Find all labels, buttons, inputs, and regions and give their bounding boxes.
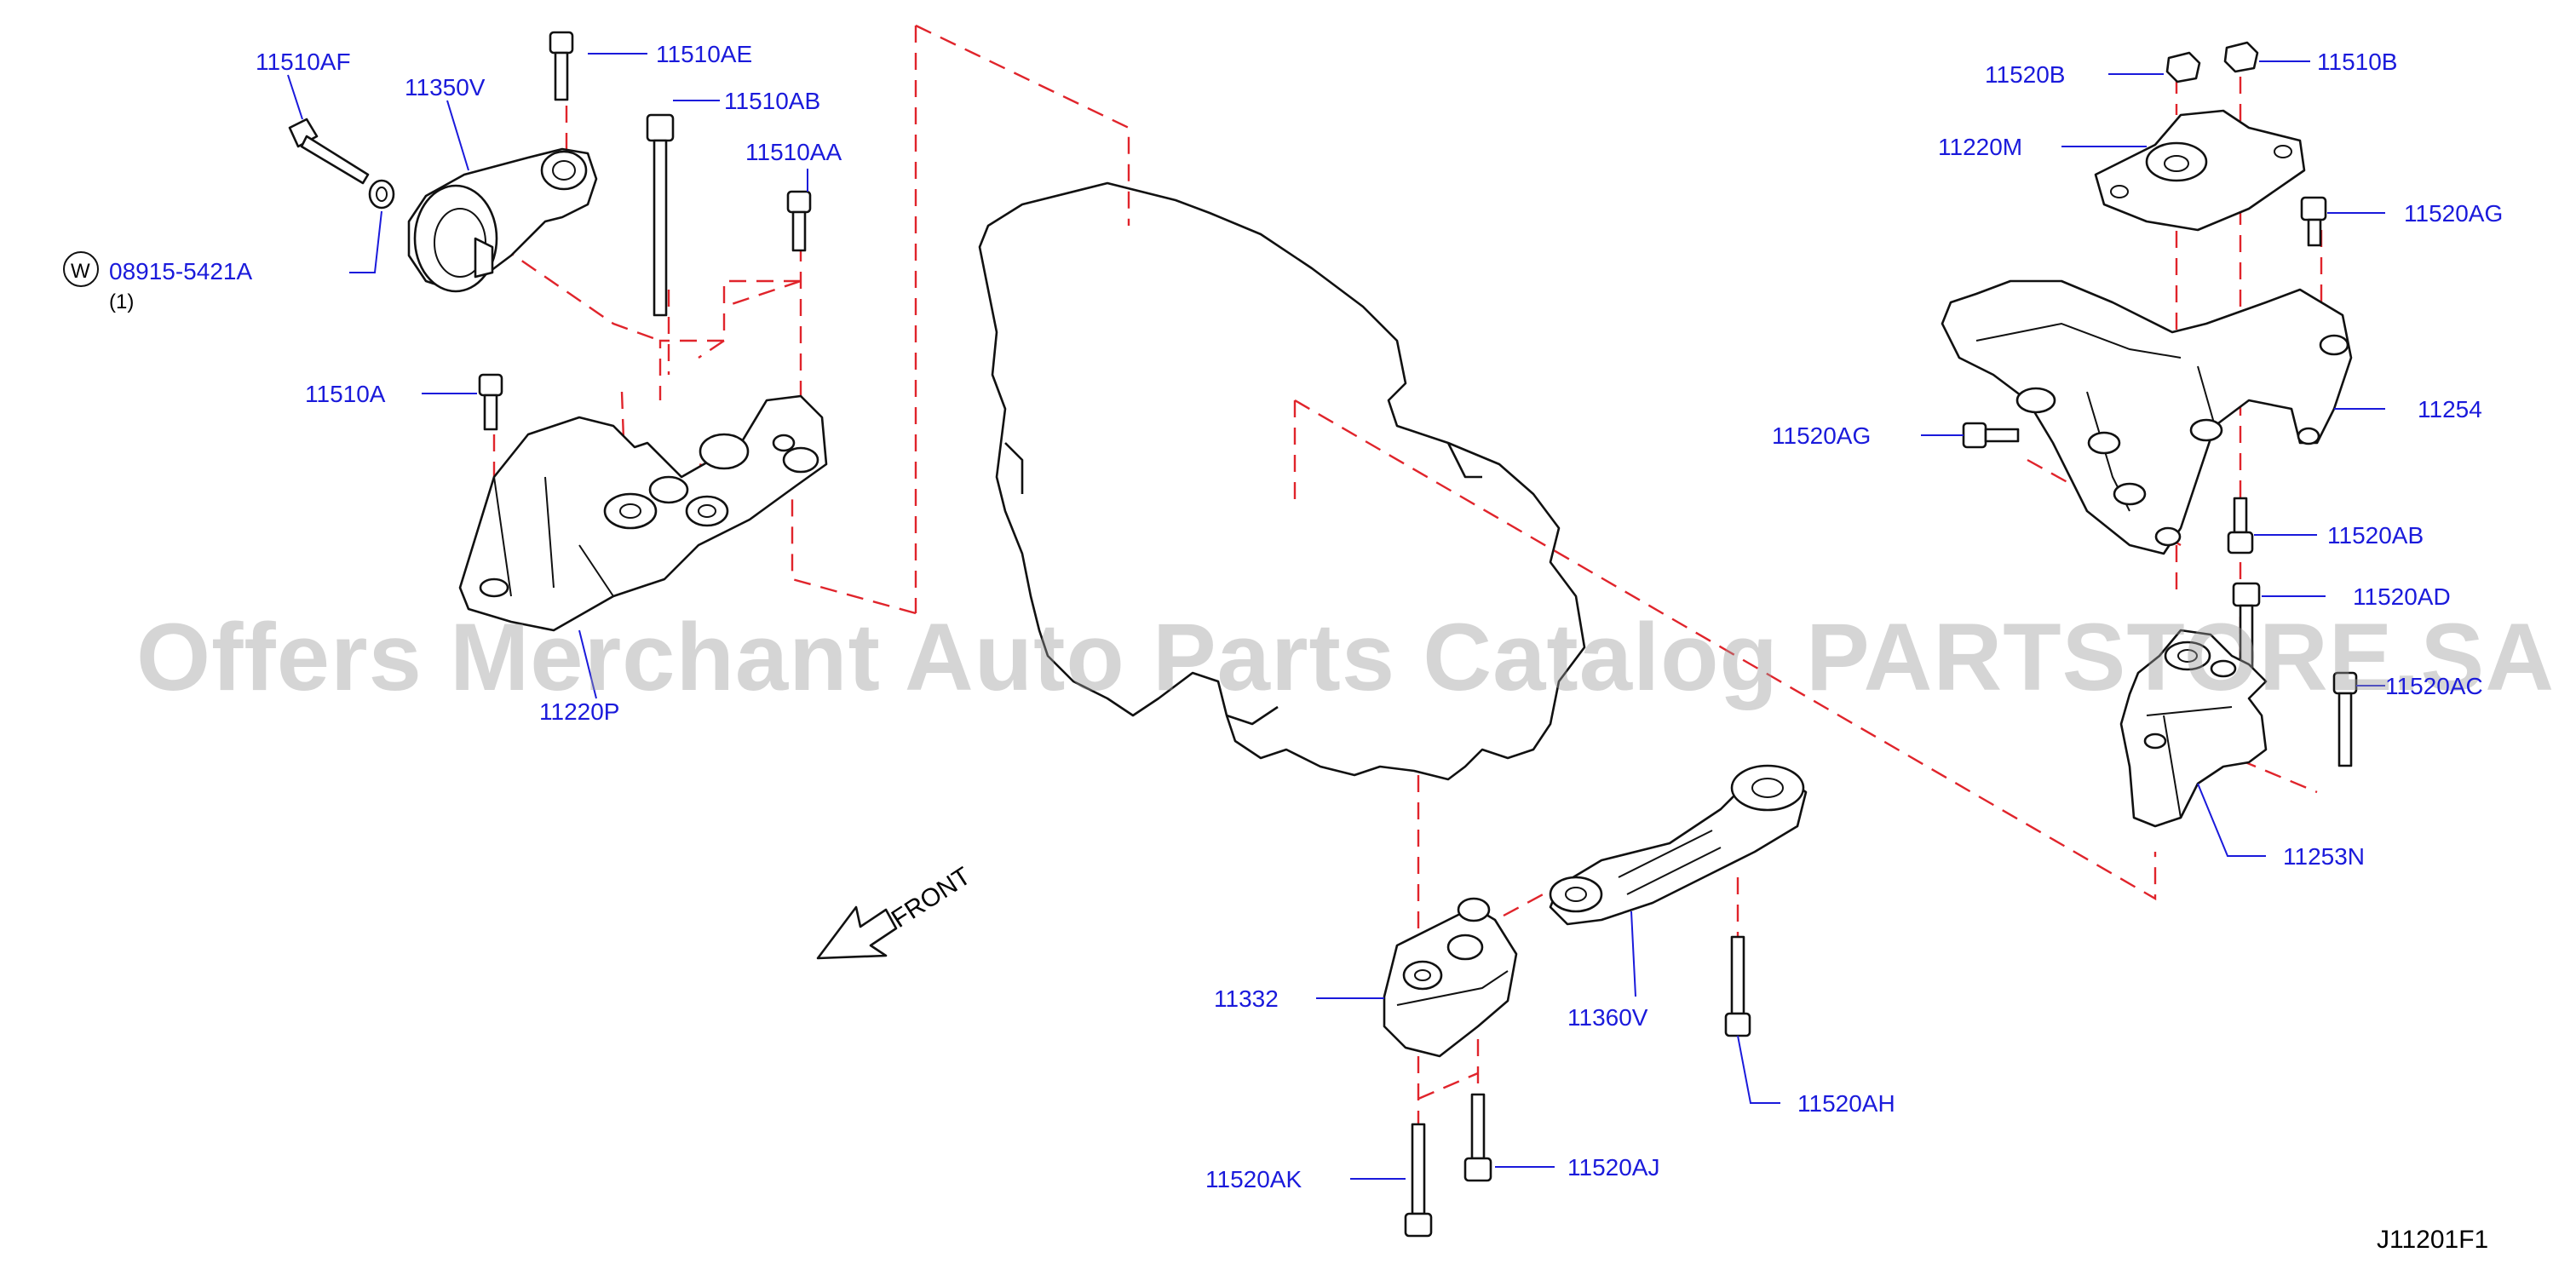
part-label-11520aj[interactable]: 11520AJ [1567, 1154, 1659, 1181]
part-label-11510af[interactable]: 11510AF [256, 49, 351, 75]
part-label-11510ab[interactable]: 11510AB [724, 88, 820, 114]
part-label-11520b[interactable]: 11520B [1985, 61, 2065, 88]
bracket-11220p [458, 394, 828, 632]
part-label-11520ag-top[interactable]: 11520AG [2404, 200, 2503, 227]
bolt-11520ag-top [2300, 196, 2327, 247]
part-label-11220m[interactable]: 11220M [1938, 134, 2022, 160]
part-label-11360v[interactable]: 11360V [1567, 1004, 1648, 1031]
watermark-text: Offers Merchant Auto Parts Catalog PARTS… [136, 604, 2555, 710]
part-label-11254[interactable]: 11254 [2418, 396, 2482, 422]
part-label-11332[interactable]: 11332 [1214, 985, 1279, 1012]
bolt-11510ae [549, 31, 574, 101]
part-label-08915-5421a[interactable]: 08915-5421A [109, 258, 252, 284]
part-label-11510a[interactable]: 11510A [305, 381, 386, 407]
nut-11510b [2223, 41, 2259, 73]
front-direction-arrow-icon [816, 905, 898, 960]
bolt-11520ab [2227, 497, 2254, 554]
part-label-11520ah[interactable]: 11520AH [1797, 1090, 1895, 1117]
washer-08915-5421a [368, 179, 395, 210]
bracket-11332 [1383, 897, 1518, 1058]
part-label-11253n[interactable]: 11253N [2283, 843, 2365, 870]
bolt-11510ab [646, 113, 675, 317]
bolt-11520ag-left [1962, 422, 2020, 449]
part-label-11520ag-left[interactable]: 11520AG [1772, 422, 1871, 449]
part-quantity-08915-5421a: (1) [109, 290, 134, 313]
part-label-11520ab[interactable]: 11520AB [2327, 522, 2424, 549]
front-direction-label: FRONT [887, 862, 976, 934]
bracket-11253n [2119, 629, 2268, 828]
part-label-11520ad[interactable]: 11520AD [2353, 583, 2451, 610]
part-label-11510ae[interactable]: 11510AE [656, 41, 752, 67]
nut-11520b [2165, 51, 2201, 83]
bolt-11510af [288, 118, 370, 185]
bracket-11254 [1941, 279, 2353, 555]
bolt-11520aj [1463, 1093, 1492, 1182]
bolt-11510a [478, 373, 503, 431]
part-label-11520ak[interactable]: 11520AK [1205, 1166, 1302, 1192]
insulator-11220m [2094, 109, 2306, 232]
diagram-code: J11201F1 [2377, 1226, 2488, 1254]
bolt-11520ah [1724, 935, 1751, 1037]
part-label-11350v[interactable]: 11350V [405, 74, 486, 101]
bolt-11510aa [786, 190, 812, 252]
bolt-11520ak [1404, 1123, 1433, 1238]
part-label-11510b[interactable]: 11510B [2317, 49, 2397, 75]
washer-marker-letter: W [71, 260, 90, 283]
left-engine-mount-11350v [407, 147, 598, 293]
bolt-11520ac [2332, 671, 2358, 767]
part-label-11510aa[interactable]: 11510AA [745, 139, 842, 165]
part-label-11220p[interactable]: 11220P [539, 698, 619, 725]
label-leader-lines [287, 53, 2385, 1180]
engine-block-illustration [978, 181, 1586, 781]
part-label-11520ac[interactable]: 11520AC [2385, 673, 2483, 699]
torque-rod-11360v [1549, 764, 1808, 926]
washer-reference-marker: W [63, 251, 99, 287]
